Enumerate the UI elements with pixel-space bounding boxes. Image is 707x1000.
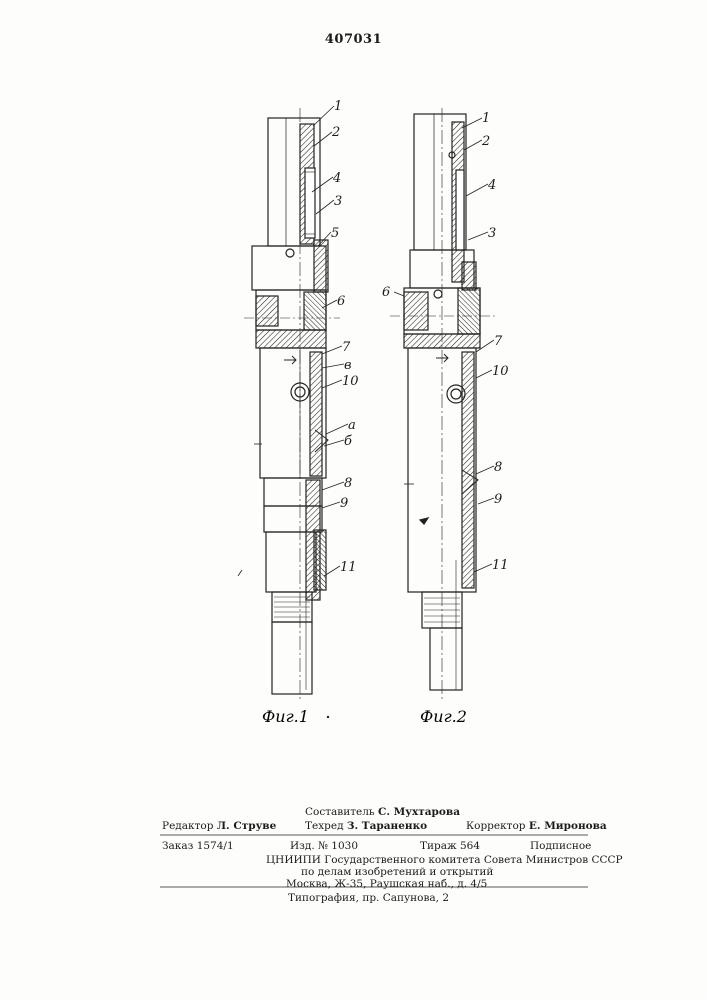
- fig1-label-11: 11: [340, 560, 357, 575]
- corrector-label: Корректор: [466, 820, 526, 832]
- org-line-2: по делам изобретений и открытий: [301, 866, 493, 878]
- compiler-label: Составитель: [305, 806, 375, 818]
- circulation: Тираж 564: [420, 840, 480, 852]
- fig2-label-11: 11: [492, 558, 509, 573]
- stray-dot: [327, 716, 329, 718]
- fig2-label-9: 9: [494, 492, 502, 507]
- editor-label: Редактор: [162, 820, 213, 832]
- fig1-label-7: 7: [342, 340, 351, 355]
- fig1-label-10: 10: [342, 374, 359, 389]
- fig1-label-9: 9: [340, 496, 348, 511]
- techred-name: З. Тараненко: [347, 820, 427, 832]
- org-line-3: Москва, Ж-35, Раушская наб., д. 4/5: [286, 878, 487, 890]
- fig2-label-1: 1: [482, 111, 490, 126]
- fig1-label-b: б: [344, 434, 352, 449]
- compiler-line: Составитель С. Мухтарова: [305, 806, 460, 818]
- compiler-name: С. Мухтарова: [378, 806, 460, 818]
- fig2-label-6: 6: [382, 285, 390, 300]
- fig1-label-6: 6: [337, 294, 345, 309]
- techred-line: Техред З. Тараненко: [305, 820, 427, 832]
- fig1-label-v: в: [344, 358, 352, 373]
- figure-1-drawing: [244, 106, 348, 700]
- fig2-label-7: 7: [494, 334, 503, 349]
- order-number: Заказ 1574/1: [162, 840, 234, 852]
- printing-house: Типография, пр. Сапунова, 2: [288, 892, 449, 904]
- fig1-label-a: а: [348, 418, 356, 433]
- fig1-label-3: 3: [334, 194, 342, 209]
- corrector-line: Корректор Е. Миронова: [466, 820, 607, 832]
- edition-number: Изд. № 1030: [290, 840, 358, 852]
- fig1-label-8: 8: [344, 476, 352, 491]
- fig2-label-4: 4: [487, 178, 496, 193]
- subscription: Подписное: [530, 840, 591, 852]
- figure-2-drawing: [390, 108, 496, 700]
- stray-mark: [238, 570, 242, 576]
- editor-line: Редактор Л. Струве: [162, 820, 276, 832]
- fig1-label-2: 2: [331, 125, 340, 140]
- fig2-label-10: 10: [492, 364, 509, 379]
- fig1-label-4: 4: [332, 171, 341, 186]
- techred-label: Техред: [305, 820, 344, 832]
- figure-1-caption: Фиг.1: [262, 707, 309, 726]
- fig2-label-8: 8: [494, 460, 502, 475]
- figure-2-caption: Фиг.2: [420, 707, 467, 726]
- fig2-label-2: 2: [481, 134, 490, 149]
- org-line-1: ЦНИИПИ Государственного комитета Совета …: [266, 854, 623, 866]
- editor-name: Л. Струве: [217, 820, 277, 832]
- fig1-label-1: 1: [334, 99, 342, 114]
- corrector-name: Е. Миронова: [529, 820, 607, 832]
- fig1-label-5: 5: [331, 226, 339, 241]
- fig2-label-3: 3: [488, 226, 496, 241]
